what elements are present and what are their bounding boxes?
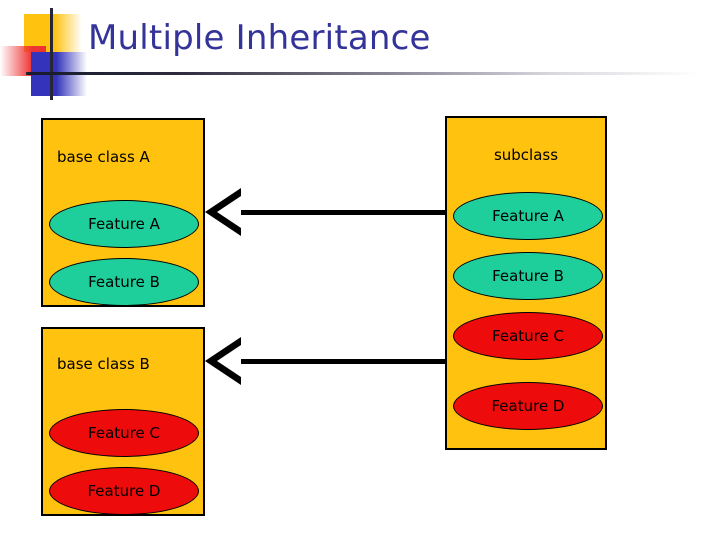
feature-label: Feature A xyxy=(492,207,564,225)
logo-yellow-square xyxy=(24,14,82,52)
generalization-triangle-inner xyxy=(217,196,241,228)
feature-ellipse[interactable]: Feature C xyxy=(49,409,199,457)
class-box-subclass[interactable]: subclass Feature A Feature B Feature C F… xyxy=(445,116,607,450)
feature-label: Feature C xyxy=(88,424,160,442)
feature-label: Feature B xyxy=(88,273,160,291)
feature-ellipse[interactable]: Feature B xyxy=(49,258,199,306)
title-divider xyxy=(28,72,700,75)
class-box-base-class-b[interactable]: base class B Feature C Feature D xyxy=(41,327,205,516)
class-label-base-class-a: base class A xyxy=(57,148,150,166)
logo-vertical-line xyxy=(50,8,53,100)
feature-ellipse[interactable]: Feature D xyxy=(453,382,603,430)
feature-ellipse[interactable]: Feature D xyxy=(49,467,199,515)
feature-ellipse[interactable]: Feature A xyxy=(453,192,603,240)
generalization-line xyxy=(241,359,447,364)
feature-ellipse[interactable]: Feature B xyxy=(453,252,603,300)
class-box-base-class-a[interactable]: base class A Feature A Feature B xyxy=(41,118,205,307)
class-label-base-class-b: base class B xyxy=(57,355,150,373)
feature-label: Feature D xyxy=(491,397,565,415)
feature-ellipse[interactable]: Feature A xyxy=(49,200,199,248)
page-title: Multiple Inheritance xyxy=(88,18,431,58)
generalization-line xyxy=(241,210,447,215)
feature-label: Feature D xyxy=(87,482,161,500)
generalization-triangle-inner xyxy=(217,345,241,377)
class-label-subclass: subclass xyxy=(493,146,559,164)
feature-ellipse[interactable]: Feature C xyxy=(453,312,603,360)
feature-label: Feature A xyxy=(88,215,160,233)
feature-label: Feature B xyxy=(492,267,564,285)
feature-label: Feature C xyxy=(492,327,564,345)
